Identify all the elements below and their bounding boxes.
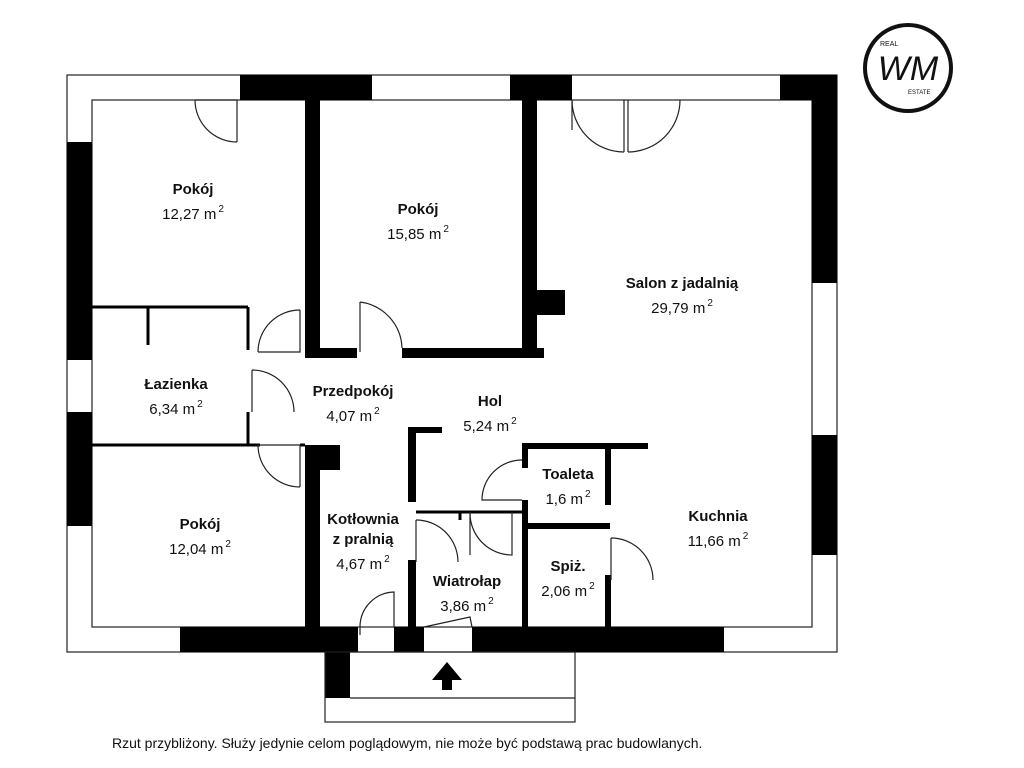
unit-superscript: 2: [742, 531, 749, 542]
unit-superscript: 2: [584, 489, 591, 500]
logo-bottom-text: ESTATE: [908, 90, 930, 96]
room-name-line1: Kotłownia: [327, 511, 399, 528]
walls: [67, 75, 837, 698]
window-frames: [66, 74, 838, 653]
unit-superscript: 2: [218, 204, 224, 215]
unit-superscript: 2: [707, 298, 713, 309]
unit-superscript: 2: [384, 554, 390, 565]
entry-stairs: [324, 651, 576, 723]
wm-real-estate-logo: REAL WM ESTATE: [863, 23, 953, 113]
room-name: Przedpokój: [312, 383, 394, 400]
room-name: Toaleta: [542, 466, 594, 483]
room-name: Wiatrołap: [432, 573, 502, 590]
room-name-line2: z pralnią: [332, 531, 394, 548]
room-area: 12,27 m: [162, 206, 217, 223]
room-name: Łazienka: [144, 376, 208, 393]
room-name: Pokój: [172, 181, 214, 198]
logo-top-text: REAL: [880, 41, 898, 48]
room-area: 12,04 m: [169, 541, 224, 558]
entrance-arrow-icon: [432, 662, 462, 690]
room-name: Kuchnia: [688, 508, 748, 525]
room-area: 3,86 m: [440, 598, 487, 615]
room-area: 11,66 m: [687, 533, 741, 550]
doors: [194, 99, 681, 635]
room-area: 5,24 m: [463, 418, 510, 435]
room-area: 6,34 m: [149, 401, 196, 418]
room-area: 4,07 m: [326, 408, 373, 425]
unit-superscript: 2: [488, 596, 494, 607]
room-name: Spiż.: [550, 558, 586, 575]
room-area: 2,06 m: [541, 583, 588, 600]
room-area: 29,79 m: [651, 300, 706, 317]
unit-superscript: 2: [374, 406, 380, 417]
room-name: Hol: [477, 393, 503, 410]
room-area: 4,67 m: [336, 556, 383, 573]
disclaimer-text: Rzut przybliżony. Służy jedynie celom po…: [112, 735, 703, 751]
unit-superscript: 2: [225, 539, 231, 550]
unit-superscript: 2: [443, 224, 449, 235]
unit-superscript: 2: [589, 581, 595, 592]
room-name: Salon z jadalnią: [625, 275, 739, 292]
room-area: 15,85 m: [387, 226, 442, 243]
room-area: 1,6 m: [545, 491, 583, 508]
thin-walls: [92, 305, 522, 520]
unit-superscript: 2: [197, 399, 203, 410]
unit-superscript: 2: [511, 416, 517, 427]
room-name: Pokój: [397, 201, 439, 218]
logo-mark: WM: [878, 50, 939, 88]
room-name: Pokój: [179, 516, 221, 533]
